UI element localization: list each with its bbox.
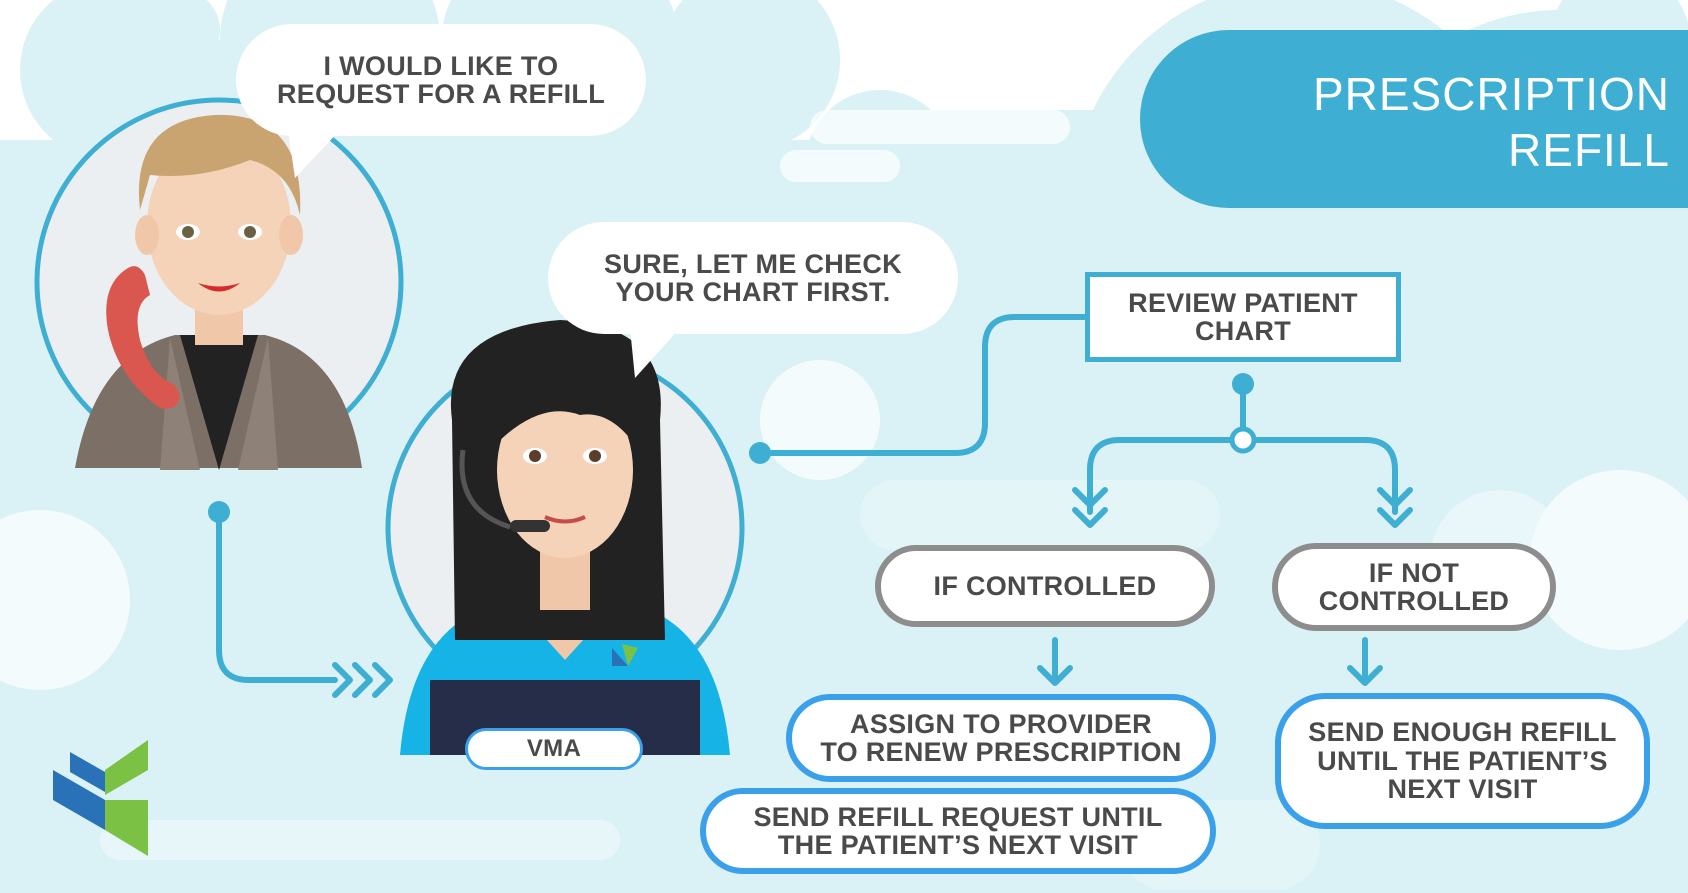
vma-speech-line-2: YOUR CHART FIRST. [615,277,891,307]
send-request-line-2: THE PATIENT’S NEXT VISIT [777,830,1139,860]
assign-line-1: ASSIGN TO PROVIDER [850,708,1152,739]
send-request-line-1: SEND REFILL REQUEST UNTIL [753,801,1163,832]
vma-speech-line-1: SURE, LET ME CHECK [604,248,902,279]
title-banner [1140,30,1688,208]
send-enough-line-1: SEND ENOUGH REFILL [1308,717,1617,748]
patient-avatar [34,97,404,470]
vma-label: VMA [465,728,643,770]
if-controlled-box: IF CONTROLLED [875,545,1215,627]
review-line-1: REVIEW PATIENT [1128,287,1358,318]
assign-to-provider-box: ASSIGN TO PROVIDER TO RENEW PRESCRIPTION [786,694,1216,782]
if-not-controlled-box: IF NOT CONTROLLED [1272,543,1556,631]
patient-speech-line-2: REQUEST FOR A REFILL [277,79,605,109]
vma-avatar [385,320,745,755]
title-line-2: REFILL [1508,124,1670,177]
review-line-2: CHART [1195,316,1291,346]
send-enough-line-2: UNTIL THE PATIENT’S [1317,745,1608,776]
send-enough-refill-box: SEND ENOUGH REFILL UNTIL THE PATIENT’S N… [1275,693,1650,829]
patient-speech-bubble: I WOULD LIKE TO REQUEST FOR A REFILL [236,24,646,136]
connector-dots [208,373,1257,523]
send-refill-request-box: SEND REFILL REQUEST UNTIL THE PATIENT’S … [700,788,1216,874]
vma-speech-bubble: SURE, LET ME CHECK YOUR CHART FIRST. [548,222,958,334]
brand-logo-icon [53,740,148,856]
not-controlled-line-1: IF NOT [1368,557,1460,588]
not-controlled-line-2: CONTROLLED [1318,586,1510,616]
patient-speech-line-1: I WOULD LIKE TO [323,50,559,81]
arrow-chevrons [332,487,1413,698]
review-patient-chart-box: REVIEW PATIENT CHART [1085,272,1401,362]
assign-line-2: TO RENEW PRESCRIPTION [820,737,1182,767]
page-title: PRESCRIPTION REFILL [1313,66,1670,178]
speech-bubble-shapes [236,24,958,378]
send-enough-line-3: NEXT VISIT [1387,774,1538,805]
title-line-1: PRESCRIPTION [1312,68,1670,120]
